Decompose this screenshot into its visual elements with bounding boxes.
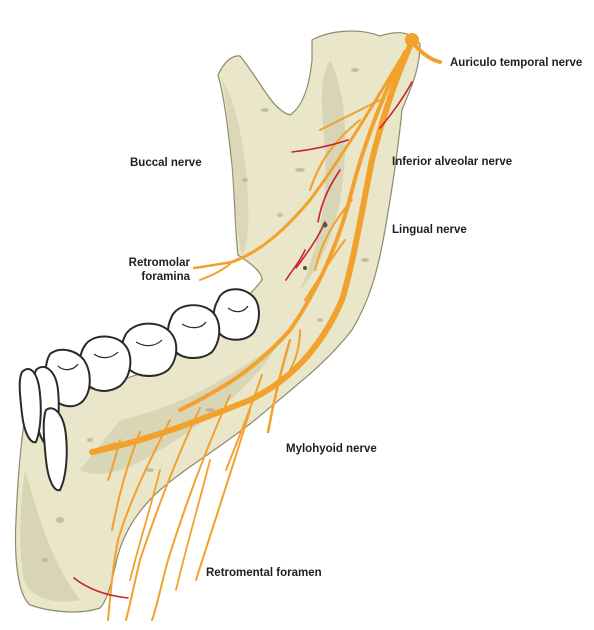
label-mylohyoid-nerve: Mylohyoid nerve — [286, 442, 377, 456]
mental-branch-7 — [176, 460, 210, 590]
molar-3 — [214, 289, 259, 340]
label-retromolar-line2: foramina — [118, 270, 190, 284]
label-lingual-nerve: Lingual nerve — [392, 223, 467, 237]
label-inferior-alveolar-nerve: Inferior alveolar nerve — [392, 155, 512, 169]
label-retromolar-line1: Retromolar — [118, 256, 190, 270]
label-retromolar-foramina: Retromolar foramina — [118, 256, 190, 284]
label-retromental-foramen: Retromental foramen — [206, 566, 322, 580]
label-auriculo-temporal-nerve: Auriculo temporal nerve — [450, 56, 582, 70]
label-buccal-nerve: Buccal nerve — [130, 156, 202, 170]
